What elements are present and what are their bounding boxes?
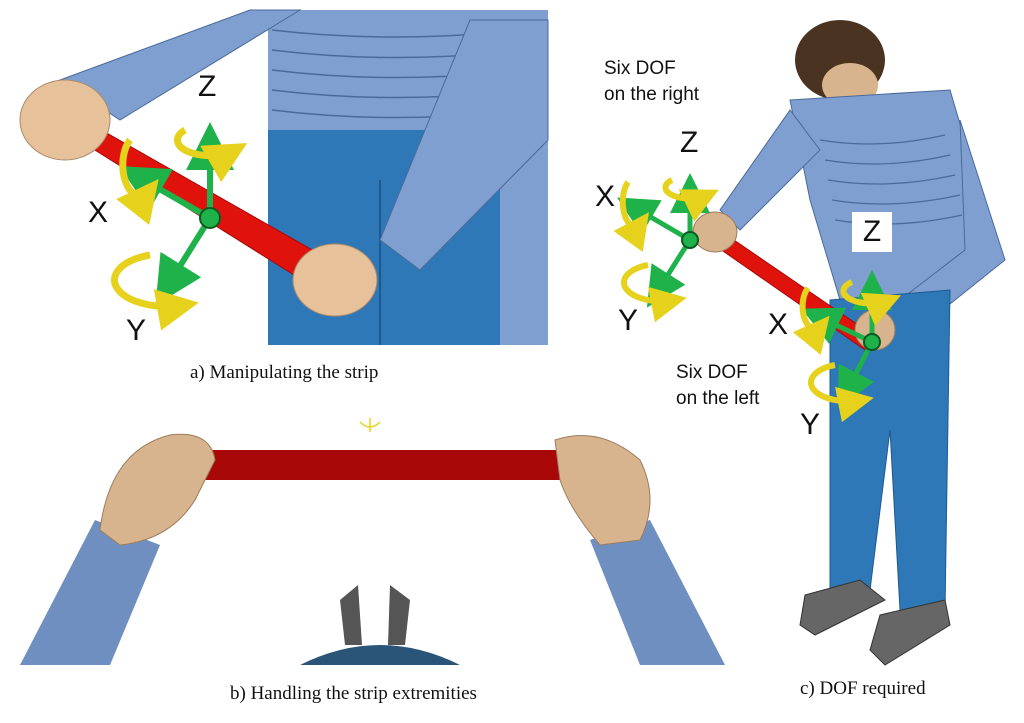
right-arm: [379, 19, 549, 271]
rot-z-c-left: [840, 279, 902, 326]
rot-z-c-right: [662, 177, 719, 222]
left-shoe-b: [340, 585, 362, 645]
right-hand-b: [554, 435, 651, 546]
panel-c-left-y-label: Y: [800, 408, 821, 441]
right-shoe-c: [869, 599, 951, 666]
left-hand: [19, 79, 111, 161]
left-arm-b: [20, 520, 160, 665]
rot-z-a: [173, 126, 248, 183]
panel-c-left-x-label: X: [768, 308, 789, 341]
panel-c-left-z-label: Z: [852, 212, 892, 252]
right-dof-note-line2: on the right: [604, 84, 700, 105]
body-top: [300, 645, 460, 665]
origin-c-left: [863, 333, 881, 351]
rot-y-c-right: [621, 262, 687, 323]
origin-a: [199, 207, 221, 229]
center-mark: [359, 418, 381, 432]
x-axis-arrow-c-right: [617, 197, 692, 243]
rot-x-c-left: [792, 286, 830, 355]
left-hand-b: [99, 433, 216, 546]
strip-b: [185, 450, 570, 480]
rot-x-a: [116, 137, 159, 225]
rot-y-a: [111, 251, 199, 331]
panel-b-caption: b) Handling the strip extremities: [230, 683, 477, 704]
panel-c-right-z-label: Z: [680, 126, 699, 159]
left-arm-c: [719, 109, 821, 231]
panel-a-x-label: X: [88, 196, 109, 229]
panel-c-right-y-label: Y: [618, 304, 639, 337]
rot-y-c-left: [808, 362, 874, 423]
left-dof-note-line2: on the left: [676, 388, 760, 409]
right-shoe-b: [388, 585, 410, 645]
panel-c-caption: c) DOF required: [800, 678, 926, 699]
panel-a-illustration: [19, 9, 549, 345]
right-hand: [292, 243, 378, 317]
panel-c-illustration: [613, 20, 1006, 666]
left-dof-note-line1: Six DOF: [676, 362, 748, 383]
right-arm-b: [590, 520, 725, 665]
y-axis-arrow-a: [155, 216, 213, 306]
left-dof-note: Six DOF on the left: [676, 360, 759, 412]
right-dof-note: Six DOF on the right: [604, 56, 699, 108]
panel-a-y-label: Y: [126, 314, 147, 347]
rot-x-c-right: [613, 180, 649, 252]
panel-c-right-x-label: X: [595, 180, 616, 213]
panel-a-caption: a) Manipulating the strip: [190, 362, 379, 383]
left-hand-c: [692, 211, 738, 253]
panel-b-illustration: [20, 418, 725, 665]
shirt-bands-c: [819, 134, 963, 225]
panel-a-z-label: Z: [198, 70, 217, 103]
origin-c-right: [681, 231, 699, 249]
y-axis-arrow-c-left: [838, 340, 875, 409]
y-axis-arrow-c-right: [646, 238, 693, 308]
left-shoe-c: [799, 579, 886, 636]
right-dof-note-line1: Six DOF: [604, 58, 676, 79]
